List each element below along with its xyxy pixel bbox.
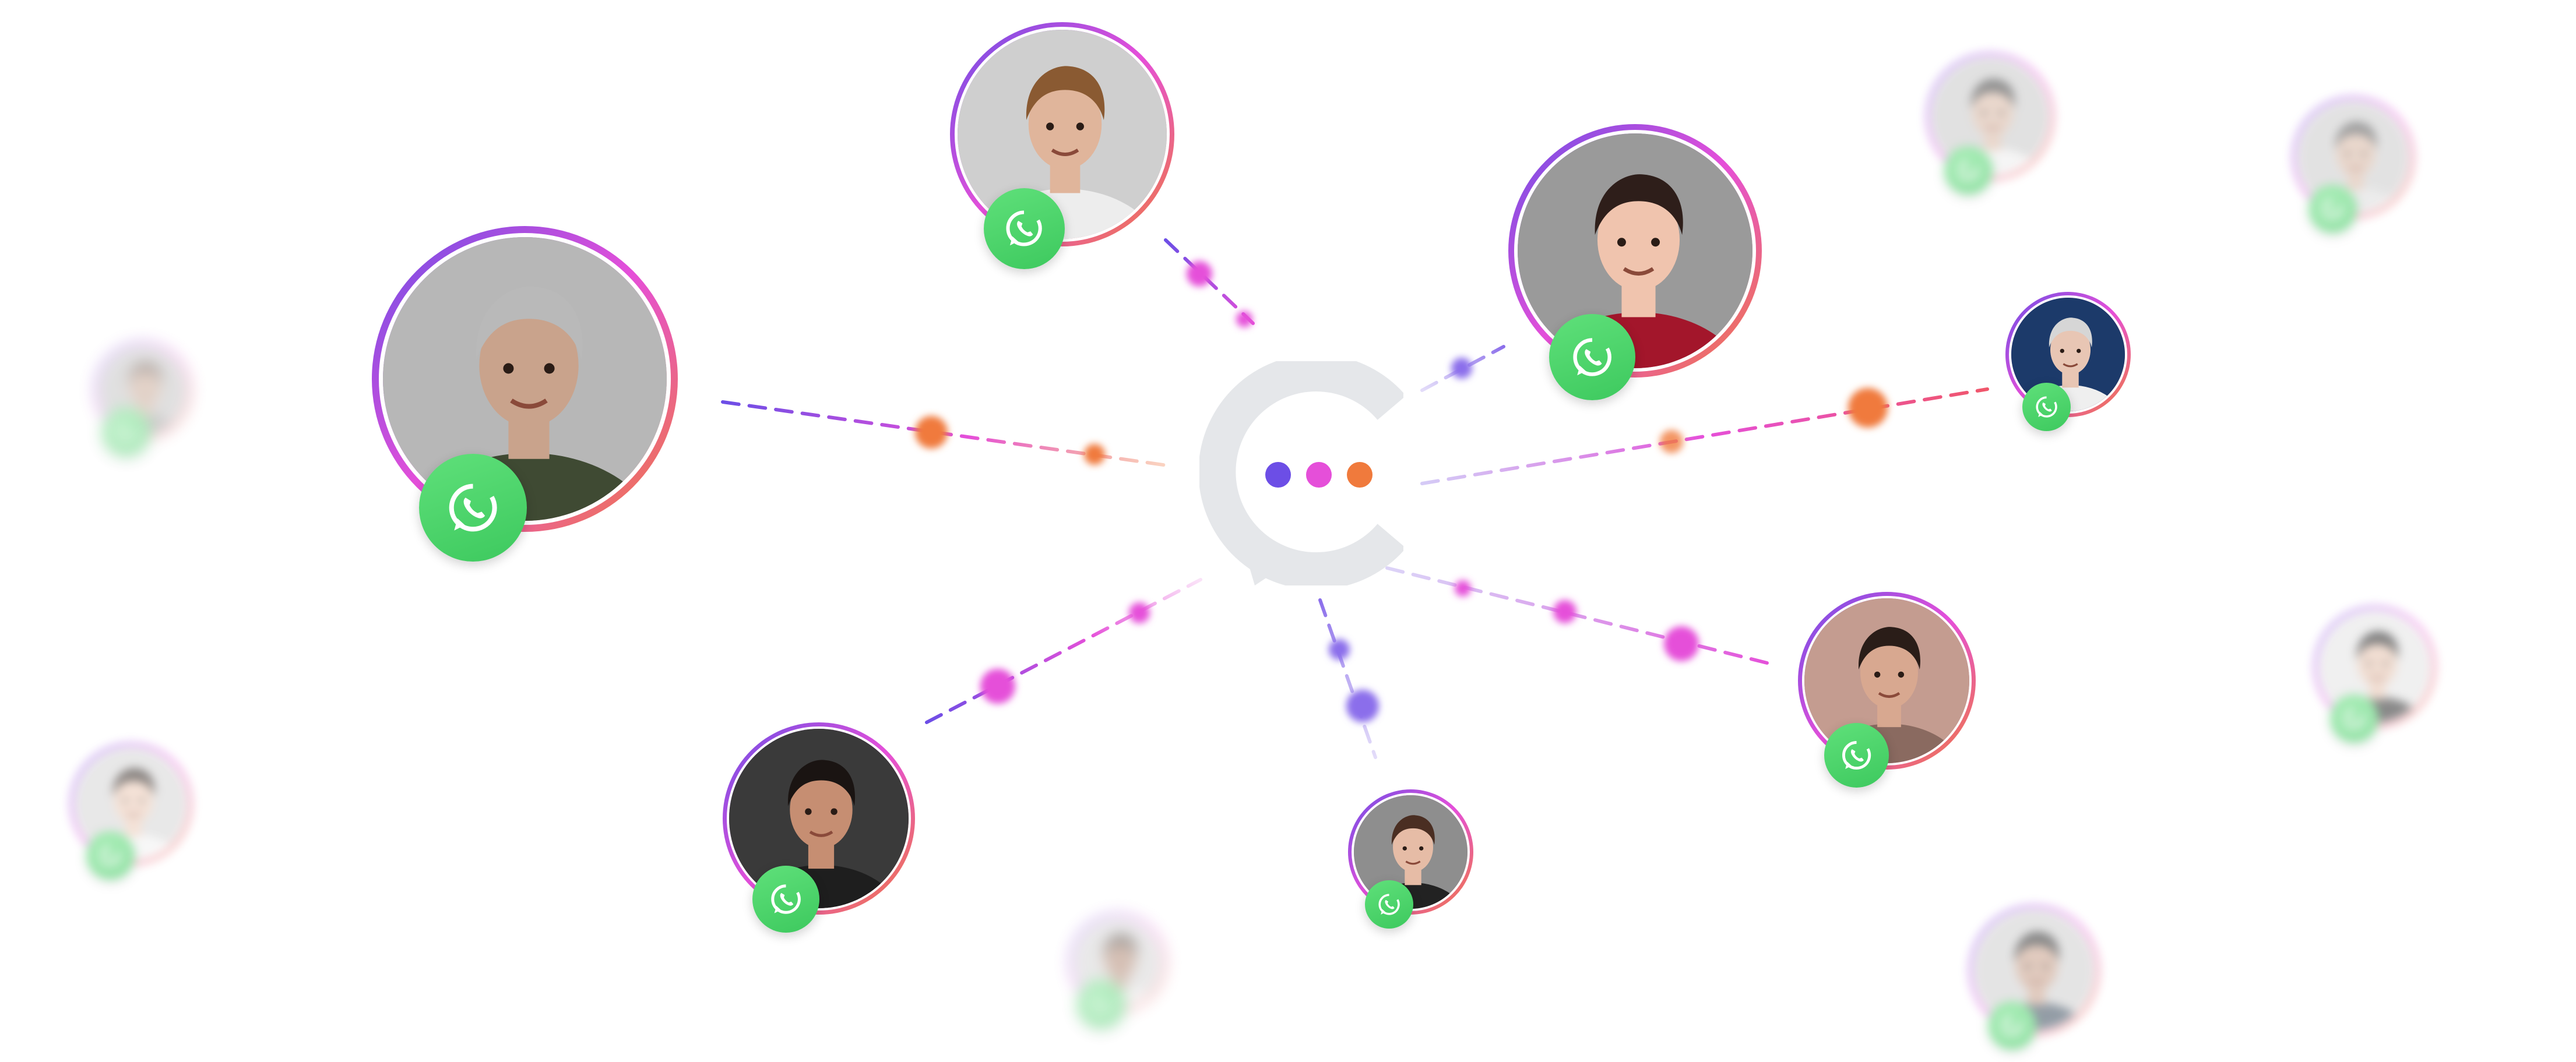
avatar-ponytail-woman[interactable] xyxy=(1347,789,1473,929)
whatsapp-icon xyxy=(2001,1014,2023,1036)
avatar-faded-bottom-right[interactable] xyxy=(1968,904,2100,1050)
portrait-photo xyxy=(99,347,186,434)
typing-dot-pink xyxy=(1306,462,1332,488)
whatsapp-icon xyxy=(449,484,497,531)
avatar-man-glasses[interactable] xyxy=(371,225,678,562)
whatsapp-badge xyxy=(1987,1001,2036,1050)
whatsapp-icon xyxy=(771,884,801,914)
pulse-dot xyxy=(1236,311,1252,327)
whatsapp-icon xyxy=(2343,708,2365,729)
whatsapp-badge xyxy=(983,188,1065,269)
whatsapp-badge xyxy=(86,831,135,880)
typing-dot-orange xyxy=(1347,462,1373,488)
portrait-photo xyxy=(76,749,186,859)
avatar-dark-woman[interactable] xyxy=(1797,591,1976,788)
avatar-photo xyxy=(727,726,911,911)
whatsapp-badge xyxy=(1077,980,1125,1028)
line-to-red-woman xyxy=(1420,345,1505,392)
avatar-photo xyxy=(97,344,189,436)
line-to-young-man xyxy=(925,578,1202,724)
whatsapp-icon xyxy=(1090,993,1112,1015)
avatar-photo xyxy=(378,232,671,525)
avatar-red-woman[interactable] xyxy=(1508,124,1762,400)
whatsapp-icon xyxy=(1958,160,1979,181)
whatsapp-badge xyxy=(2330,694,2378,743)
avatar-faded-left[interactable] xyxy=(93,341,192,456)
whatsapp-icon xyxy=(115,421,137,443)
avatar-photo xyxy=(1351,792,1470,911)
avatar-curly-man[interactable] xyxy=(949,22,1174,269)
avatar-photo xyxy=(954,26,1170,242)
whatsapp-icon xyxy=(2322,198,2343,220)
avatar-faded-bottom-center[interactable] xyxy=(1068,913,1167,1028)
avatar-photo xyxy=(73,746,189,862)
pulse-dot xyxy=(980,669,1015,704)
pulse-dot xyxy=(1553,600,1576,623)
line-to-gray-woman xyxy=(1420,387,1989,485)
whatsapp-icon xyxy=(1378,893,1400,915)
portrait-photo xyxy=(382,237,667,521)
whatsapp-badge xyxy=(2022,382,2071,431)
pulse-dot xyxy=(1660,430,1683,453)
whatsapp-icon xyxy=(1006,210,1042,246)
whatsapp-icon xyxy=(100,845,121,866)
chat-bubble-logo-icon xyxy=(1199,361,1403,585)
pulse-dot xyxy=(915,416,948,449)
hub-logo xyxy=(1199,361,1403,585)
pulse-dot xyxy=(1451,358,1472,379)
whatsapp-badge xyxy=(418,453,527,562)
whatsapp-icon xyxy=(1842,740,1871,770)
pulse-dot xyxy=(1346,690,1379,722)
avatar-faded-top-right-2[interactable] xyxy=(2292,96,2415,233)
pulse-dot xyxy=(1455,580,1471,597)
avatar-photo xyxy=(1072,916,1164,1008)
pulse-dot xyxy=(1129,602,1150,623)
pulse-dot xyxy=(1664,626,1699,661)
pulse-dot xyxy=(1329,639,1350,660)
whatsapp-badge xyxy=(1824,722,1889,788)
line-to-dark-woman xyxy=(1385,566,1773,666)
pulse-dot xyxy=(1187,261,1212,287)
portrait-photo xyxy=(1517,133,1752,368)
whatsapp-icon xyxy=(2035,396,2057,418)
whatsapp-badge xyxy=(102,408,150,456)
avatar-young-man[interactable] xyxy=(723,722,915,933)
whatsapp-badge xyxy=(1944,146,1993,195)
avatar-photo xyxy=(1514,129,1756,372)
avatar-faded-right[interactable] xyxy=(2314,606,2436,743)
whatsapp-badge xyxy=(2308,185,2357,233)
portrait-photo xyxy=(1074,919,1162,1006)
avatar-gray-woman[interactable] xyxy=(2005,291,2131,431)
pulse-dot xyxy=(1848,388,1888,428)
avatar-faded-bottom-left[interactable] xyxy=(70,743,192,880)
avatar-photo xyxy=(1801,595,1972,765)
avatar-faded-top-right-1[interactable] xyxy=(1926,52,2054,195)
pulse-dot xyxy=(1084,444,1105,465)
whatsapp-badge xyxy=(1364,880,1413,929)
whatsapp-badge xyxy=(1549,313,1635,400)
typing-dot-purple xyxy=(1265,462,1291,488)
line-to-ponytail-woman xyxy=(1318,598,1377,759)
whatsapp-icon xyxy=(1572,337,1611,376)
whatsapp-badge xyxy=(752,866,819,933)
